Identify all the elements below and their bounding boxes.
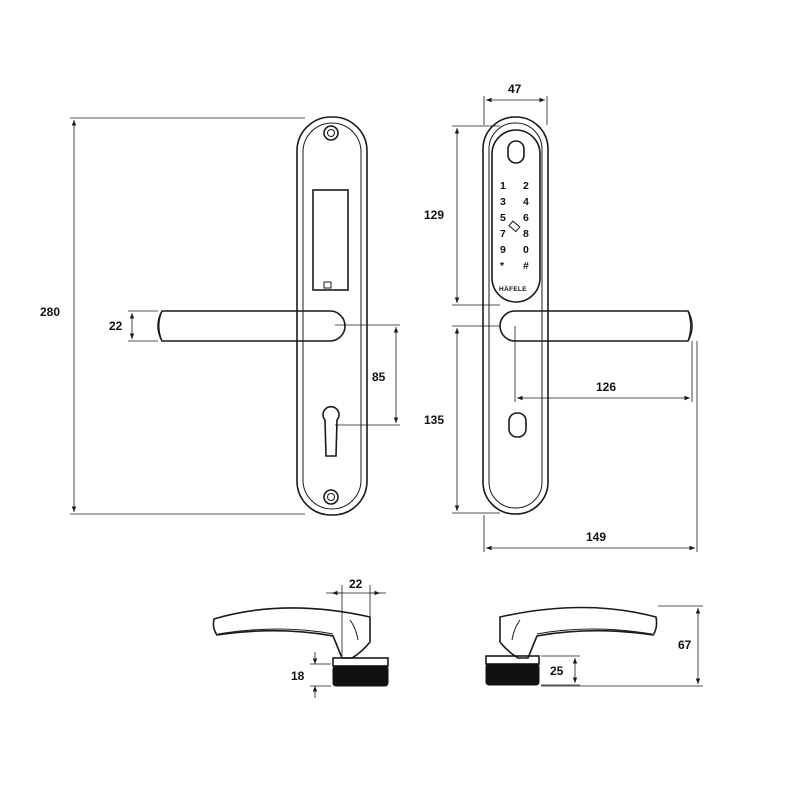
key-5[interactable]: 5	[500, 212, 506, 224]
rose-width-label: 22	[349, 577, 363, 591]
front-plate-outer	[296, 116, 368, 516]
handle-height-label: 67	[678, 638, 692, 652]
lower-height-label: 135	[424, 413, 444, 427]
handle-length-label: 126	[596, 380, 616, 394]
display-window	[312, 189, 349, 291]
rose-ring-right	[485, 655, 540, 665]
keypad-handle-edge	[687, 310, 691, 342]
handle-top-view-left: 22 18	[212, 577, 389, 698]
thumb-turn-icon	[508, 412, 527, 438]
handle-thickness-label: 22	[109, 319, 123, 333]
keypad-handle-lever	[499, 310, 693, 342]
key-9[interactable]: 9	[500, 244, 506, 256]
handle-top-view-right: 25 67	[485, 605, 703, 687]
keypad-height-label: 129	[424, 208, 444, 222]
cylinder-keyhole-icon	[322, 405, 340, 457]
key-6[interactable]: 6	[523, 212, 529, 224]
keypad-plate-outer	[482, 116, 549, 515]
keypad-keys: 1 2 3 4 5 6 7 8 9 0 * #	[500, 180, 529, 272]
handle-edge	[158, 310, 163, 342]
front-plate-inner	[302, 122, 362, 510]
key-4[interactable]: 4	[523, 196, 529, 208]
overall-height-label: 280	[40, 305, 60, 319]
keypad-plate-inner	[488, 122, 543, 509]
keypad-view: 1 2 3 4 5 6 7 8 9 0 * # HÄFELE 47 129	[424, 82, 698, 552]
key-hash[interactable]: #	[523, 260, 529, 272]
key-7[interactable]: 7	[500, 228, 506, 240]
base-height-label: 25	[550, 664, 564, 678]
key-star[interactable]: *	[500, 260, 505, 272]
rose-base-left	[332, 665, 389, 687]
handle-top-lever-left	[212, 607, 371, 659]
plate-width-label: 47	[508, 82, 522, 96]
key-8[interactable]: 8	[523, 228, 529, 240]
rose-base-right	[485, 663, 540, 686]
handle-top-lever-right	[499, 606, 658, 659]
key-1[interactable]: 1	[500, 180, 506, 192]
key-3[interactable]: 3	[500, 196, 506, 208]
front-view: 280 22 85	[40, 116, 400, 516]
rose-ring-left	[332, 657, 389, 667]
handle-to-cylinder-label: 85	[372, 370, 386, 384]
keypad-panel	[491, 129, 541, 303]
key-0[interactable]: 0	[523, 244, 529, 256]
front-handle-lever	[157, 310, 346, 342]
brand-logo-text: HÄFELE	[499, 285, 527, 293]
bottom-screw-icon	[323, 489, 339, 505]
fingerprint-sensor-icon	[507, 140, 525, 164]
key-2[interactable]: 2	[523, 180, 529, 192]
rose-height-label: 18	[291, 669, 305, 683]
total-depth-label: 149	[586, 530, 606, 544]
rfid-card-icon	[508, 220, 521, 233]
display-indicator	[323, 281, 332, 289]
top-screw-icon	[323, 125, 339, 141]
